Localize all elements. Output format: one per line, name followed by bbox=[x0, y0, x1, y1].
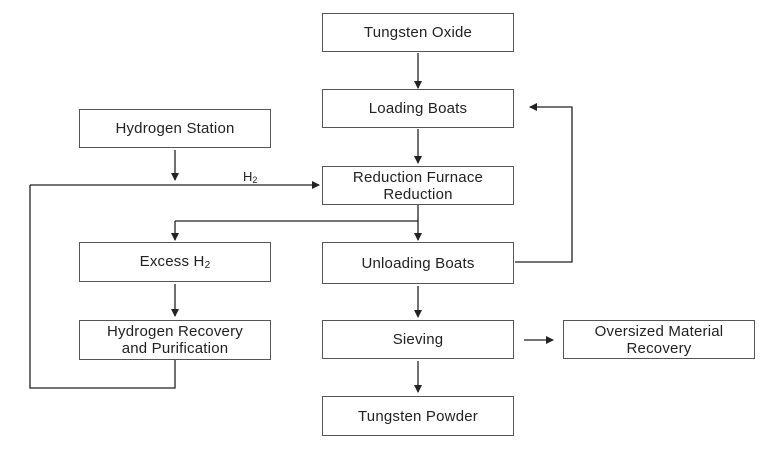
arrow-unloading-to-loading bbox=[515, 103, 573, 263]
node-hydrogen-station: Hydrogen Station bbox=[79, 109, 271, 148]
node-oversized-recovery: Oversized Material Recovery bbox=[563, 320, 755, 359]
node-tungsten-powder-label: Tungsten Powder bbox=[357, 407, 478, 425]
line-recovery-loop bbox=[29, 185, 176, 389]
node-unloading-boats-label: Unloading Boats bbox=[361, 254, 475, 272]
node-oversized-recovery-line1: Oversized Material bbox=[594, 322, 724, 340]
node-excess-h2-label: Excess H2 bbox=[140, 253, 211, 272]
node-tungsten-powder: Tungsten Powder bbox=[322, 396, 514, 436]
node-oversized-recovery-line2: Recovery bbox=[626, 339, 692, 357]
node-reduction-furnace-line1: Reduction Furnace bbox=[352, 168, 484, 186]
node-excess-h2: Excess H2 bbox=[79, 242, 271, 282]
node-hydrogen-station-label: Hydrogen Station bbox=[115, 120, 235, 137]
node-hydrogen-recovery-line1: Hydrogen Recovery bbox=[107, 323, 243, 340]
node-sieving: Sieving bbox=[322, 320, 514, 359]
h2-edge-label-text: H bbox=[243, 169, 253, 184]
node-tungsten-oxide: Tungsten Oxide bbox=[322, 13, 514, 52]
node-loading-boats-label: Loading Boats bbox=[368, 100, 468, 117]
node-reduction-furnace: Reduction Furnace Reduction bbox=[322, 166, 514, 205]
node-reduction-furnace-line2: Reduction bbox=[383, 185, 453, 203]
h2-edge-label-sub: 2 bbox=[252, 175, 258, 185]
node-excess-h2-text: Excess H bbox=[139, 252, 205, 270]
node-hydrogen-recovery-line2: and Purification bbox=[121, 340, 229, 357]
node-hydrogen-recovery: Hydrogen Recovery and Purification bbox=[79, 320, 271, 360]
node-excess-h2-sub: 2 bbox=[204, 259, 211, 271]
node-sieving-label: Sieving bbox=[392, 331, 444, 348]
node-tungsten-oxide-label: Tungsten Oxide bbox=[363, 24, 473, 41]
node-loading-boats: Loading Boats bbox=[322, 89, 514, 128]
h2-edge-label: H2 bbox=[243, 169, 258, 185]
node-unloading-boats: Unloading Boats bbox=[322, 242, 514, 284]
